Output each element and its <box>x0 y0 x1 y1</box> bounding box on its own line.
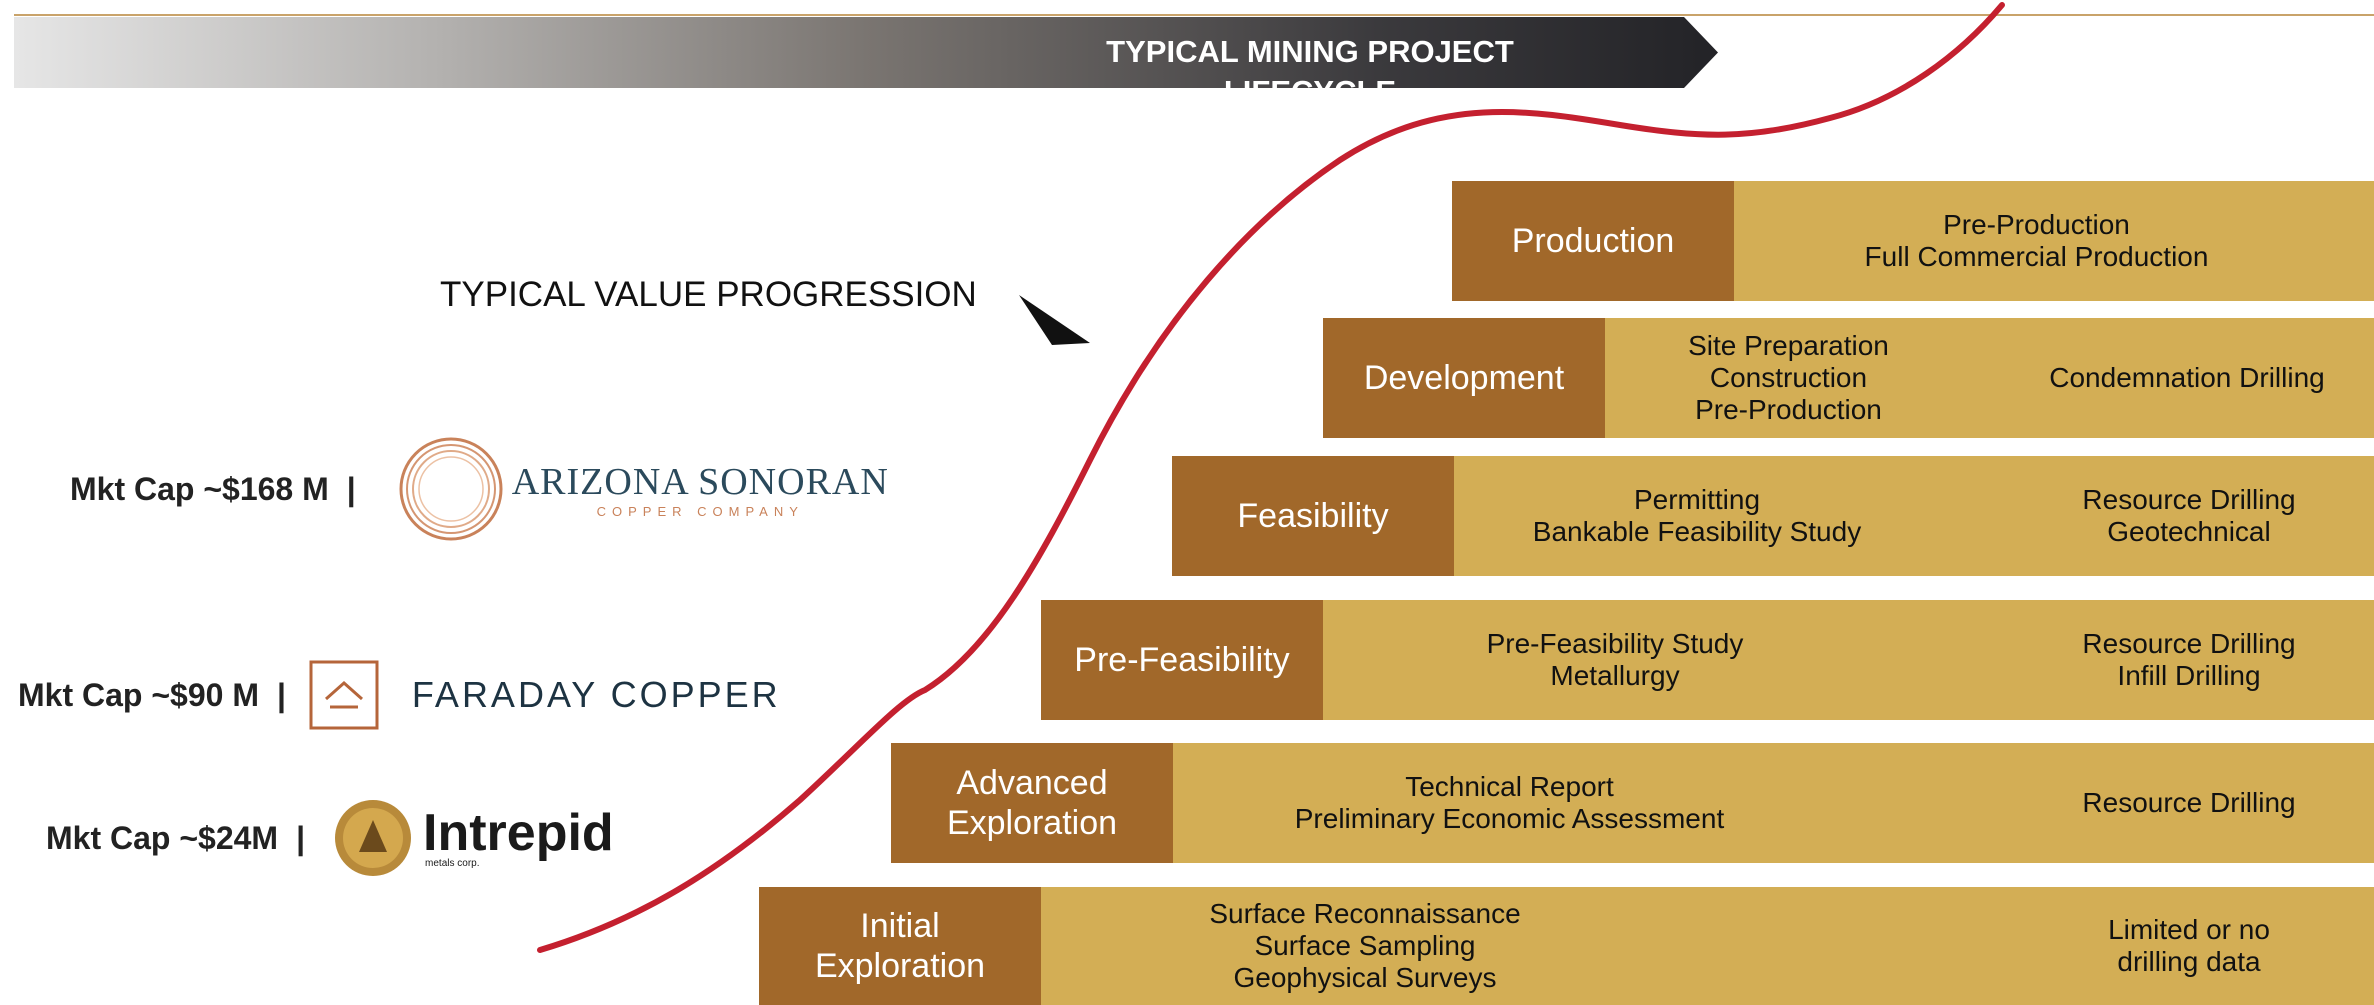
faraday-copper-logo-name: FARADAY COPPER <box>411 674 781 715</box>
stage-body: Permitting Bankable Feasibility Study Re… <box>1454 456 2374 576</box>
stage-drilling: Resource Drilling Infill Drilling <box>2082 628 2296 691</box>
arizona-sonoran-logo-sub: COPPER COMPANY <box>596 503 804 519</box>
stage-activities: Pre-Production Full Commercial Productio… <box>1864 209 2209 272</box>
company-arizona-sonoran: Mkt Cap ~$168 M | ARIZONA SONORAN COPPER… <box>70 437 889 541</box>
stage-row-initial-exploration: Initial Exploration Surface Reconnaissan… <box>759 887 2374 1005</box>
faraday-copper-logo-icon <box>309 660 379 730</box>
market-cap: Mkt Cap ~$90 M <box>18 676 259 713</box>
stage-body: Surface Reconnaissance Surface Sampling … <box>1041 887 2374 1005</box>
stage-body: Pre-Feasibility Study Metallurgy Resourc… <box>1323 600 2374 720</box>
stage-drilling: Condemnation Drilling <box>2049 362 2325 393</box>
value-progression-line <box>537 2 2005 953</box>
intrepid-miner-logo-icon <box>335 800 412 876</box>
separator: | <box>296 819 306 856</box>
stage-row-feasibility: Feasibility Permitting Bankable Feasibil… <box>1172 456 2374 576</box>
arizona-sonoran-ring-logo-icon <box>399 437 503 541</box>
arizona-sonoran-logo-name: ARIZONA SONORAN <box>511 460 889 503</box>
stage-row-advanced-exploration: Advanced Exploration Technical Report Pr… <box>891 743 2374 863</box>
stage-name: Feasibility <box>1172 456 1454 576</box>
stage-name: Advanced Exploration <box>891 743 1173 863</box>
market-cap: Mkt Cap ~$168 M <box>70 470 329 507</box>
company-faraday-copper: Mkt Cap ~$90 M | FARADAY COPPER <box>18 650 781 740</box>
stage-row-pre-feasibility: Pre-Feasibility Pre-Feasibility Study Me… <box>1041 600 2374 720</box>
stage-name: Pre-Feasibility <box>1041 600 1323 720</box>
stage-drilling: Limited or no drilling data <box>2108 914 2270 977</box>
intrepid-logo-name: Intrepid <box>423 803 614 862</box>
stage-body: Technical Report Preliminary Economic As… <box>1173 743 2374 863</box>
stage-activities: Pre-Feasibility Study Metallurgy <box>1486 628 1744 691</box>
separator: | <box>276 676 286 713</box>
stage-activities: Surface Reconnaissance Surface Sampling … <box>1209 898 1521 993</box>
top-rule <box>14 14 2374 16</box>
stage-activities: Site Preparation Construction Pre-Produc… <box>1688 330 1889 425</box>
stage-body: Site Preparation Construction Pre-Produc… <box>1605 318 2374 438</box>
stage-activities: Technical Report Preliminary Economic As… <box>1294 771 1725 834</box>
page-title: TYPICAL MINING PROJECT LIFECYCLE <box>1106 34 1514 109</box>
separator: | <box>346 470 356 507</box>
arrow-pointer-icon <box>1019 295 1090 345</box>
market-cap: Mkt Cap ~$24M <box>46 819 279 856</box>
value-progression-label: TYPICAL VALUE PROGRESSION <box>440 275 977 314</box>
stage-row-development: Development Site Preparation Constructio… <box>1323 318 2374 438</box>
stage-drilling: Resource Drilling Geotechnical <box>2082 484 2296 547</box>
stage-row-production: Production Pre-Production Full Commercia… <box>1452 181 2374 301</box>
stage-name: Production <box>1452 181 1734 301</box>
stage-body: Pre-Production Full Commercial Productio… <box>1734 181 2374 301</box>
company-intrepid: Mkt Cap ~$24M | Intrepid metals corp. <box>46 793 614 883</box>
stage-name: Initial Exploration <box>759 887 1041 1005</box>
intrepid-logo-sub: metals corp. <box>425 857 480 869</box>
stage-drilling: Resource Drilling <box>2082 787 2296 818</box>
stage-activities: Permitting Bankable Feasibility Study <box>1532 484 1862 547</box>
header-banner <box>14 17 1718 88</box>
stage-name: Development <box>1323 318 1605 438</box>
